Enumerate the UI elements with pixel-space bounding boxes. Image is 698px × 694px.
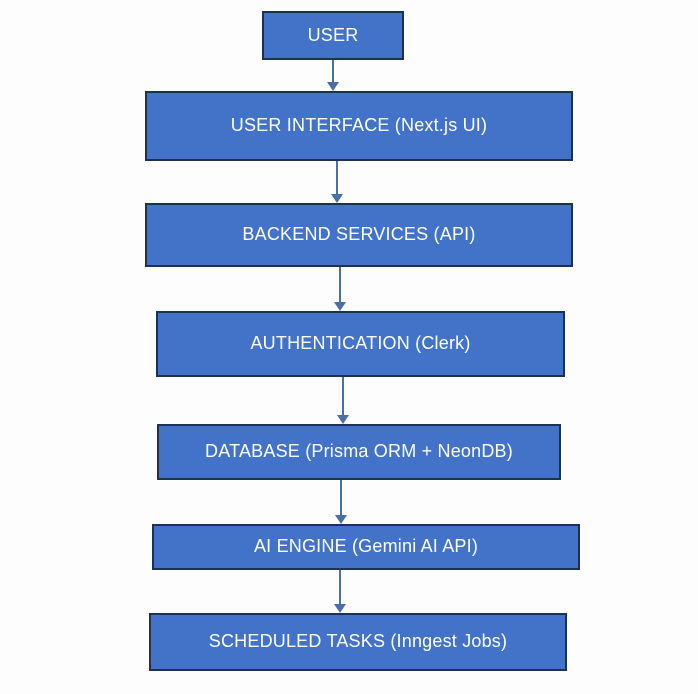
arrowhead-icon — [331, 194, 343, 203]
arrow-shaft — [340, 480, 342, 516]
node-authentication[interactable]: AUTHENTICATION (Clerk) — [156, 311, 565, 377]
arrow-shaft — [339, 570, 341, 605]
arrow-shaft — [342, 377, 344, 416]
node-ai-engine[interactable]: AI ENGINE (Gemini AI API) — [152, 524, 580, 570]
arrow-shaft — [336, 161, 338, 195]
node-user-interface[interactable]: USER INTERFACE (Next.js UI) — [145, 91, 573, 161]
node-user[interactable]: USER — [262, 11, 404, 60]
arrowhead-icon — [334, 604, 346, 613]
node-scheduled-tasks[interactable]: SCHEDULED TASKS (Inngest Jobs) — [149, 613, 567, 671]
arrowhead-icon — [334, 302, 346, 311]
arrowhead-icon — [337, 415, 349, 424]
arrowhead-icon — [335, 515, 347, 524]
node-backend-services[interactable]: BACKEND SERVICES (API) — [145, 203, 573, 267]
arrowhead-icon — [327, 82, 339, 91]
arrow-shaft — [332, 60, 334, 83]
arrow-shaft — [339, 267, 341, 303]
node-database[interactable]: DATABASE (Prisma ORM + NeonDB) — [157, 424, 561, 480]
